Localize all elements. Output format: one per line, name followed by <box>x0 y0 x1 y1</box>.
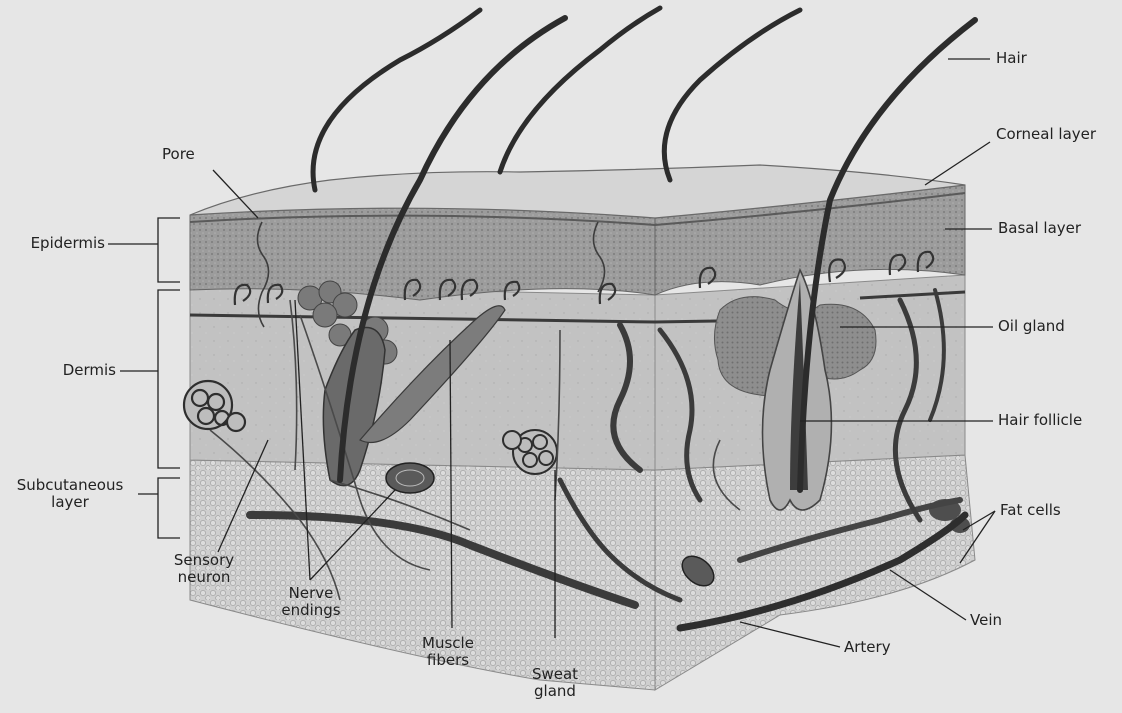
label-artery: Artery <box>844 639 891 656</box>
label-hair-follicle: Hair follicle <box>998 412 1082 429</box>
label-muscle-fibers: Muscle fibers <box>408 635 488 669</box>
label-epidermis: Epidermis <box>20 235 105 252</box>
label-nerve-endings: Nerve endings <box>270 585 352 619</box>
label-sweat-gland: Sweat gland <box>515 666 595 700</box>
label-corneal-layer: Corneal layer <box>996 126 1096 143</box>
label-dermis: Dermis <box>50 362 116 379</box>
label-vein: Vein <box>970 612 1002 629</box>
label-hair: Hair <box>996 50 1027 67</box>
label-pore: Pore <box>162 146 195 163</box>
label-subcutaneous-layer: Subcutaneous layer <box>4 477 136 511</box>
label-fat-cells: Fat cells <box>1000 502 1061 519</box>
label-sensory-neuron: Sensory neuron <box>164 552 244 586</box>
pacinian-corpuscle <box>386 463 434 493</box>
label-oil-gland: Oil gland <box>998 318 1065 335</box>
label-basal-layer: Basal layer <box>998 220 1081 237</box>
